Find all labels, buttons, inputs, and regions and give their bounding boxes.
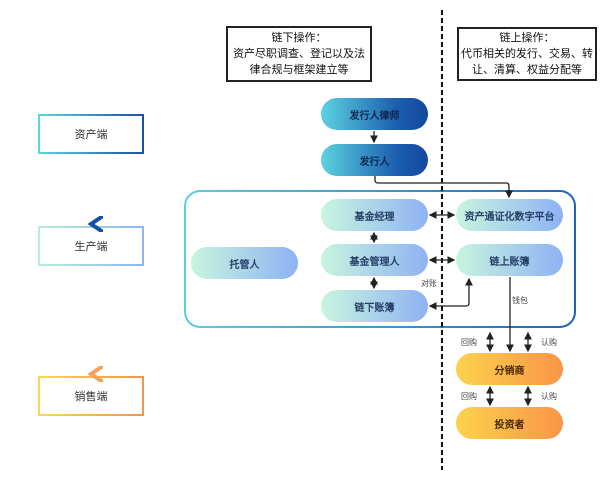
node-issuer: 发行人 <box>321 144 428 176</box>
edge-label-redeem-bottom: 回购 <box>461 392 477 401</box>
node-fund-admin: 基金管理人 <box>321 244 428 276</box>
onchain-note-line: 让、清算、权益分配等 <box>472 63 582 76</box>
node-tokenization-platform-label: 资产通证化数字平台 <box>464 211 555 223</box>
node-custodian: 托管人 <box>191 247 298 279</box>
offchain-note-line: 律合规与框架建立等 <box>249 63 349 76</box>
stage-production: 生产端 <box>38 226 144 266</box>
node-issuer-lawyer-label: 发行人律师 <box>349 110 400 122</box>
node-fund-admin-label: 基金管理人 <box>349 256 400 268</box>
node-distributor-label: 分销商 <box>494 365 525 377</box>
node-fund-manager-label: 基金经理 <box>354 211 395 223</box>
node-onchain-ledger-label: 链上账簿 <box>489 256 530 268</box>
node-onchain-ledger: 链上账簿 <box>456 244 563 276</box>
node-distributor: 分销商 <box>456 353 563 385</box>
node-fund-manager: 基金经理 <box>321 199 428 231</box>
node-tokenization-platform: 资产通证化数字平台 <box>456 199 563 231</box>
stage-production-label: 生产端 <box>74 240 108 253</box>
node-custodian-label: 托管人 <box>229 259 260 271</box>
edge-label-redeem-top: 回购 <box>461 338 477 347</box>
offchain-note-line: 资产尽职调查、登记以及法 <box>233 47 365 60</box>
node-investor-label: 投资者 <box>494 419 525 431</box>
node-issuer-label: 发行人 <box>359 156 390 168</box>
onchain-note-line: 代币相关的发行、交易、转 <box>461 47 593 60</box>
node-issuer-lawyer: 发行人律师 <box>321 98 428 130</box>
node-offchain-ledger: 链下账簿 <box>321 290 428 322</box>
stage-asset-label: 资产端 <box>74 128 108 141</box>
stage-sales: 销售端 <box>38 376 144 416</box>
edge-label-subscribe-bottom: 认购 <box>541 392 557 401</box>
onchain-note: 链上操作： 代币相关的发行、交易、转 让、清算、权益分配等 <box>457 27 597 81</box>
stage-sales-label: 销售端 <box>74 390 108 403</box>
arrow-issuer-to-platform <box>374 176 513 199</box>
node-offchain-ledger-label: 链下账簿 <box>354 302 395 314</box>
edge-label-subscribe-top: 认购 <box>541 338 557 347</box>
arrow-reconcile <box>428 277 473 310</box>
offchain-note-title: 链下操作： <box>271 31 327 44</box>
offchain-note: 链下操作： 资产尽职调查、登记以及法 律合规与框架建立等 <box>226 26 372 82</box>
node-investor: 投资者 <box>456 407 563 439</box>
onchain-note-title: 链上操作： <box>499 31 555 44</box>
edge-label-wallet: 钱包 <box>512 296 528 305</box>
stage-asset: 资产端 <box>38 114 144 154</box>
